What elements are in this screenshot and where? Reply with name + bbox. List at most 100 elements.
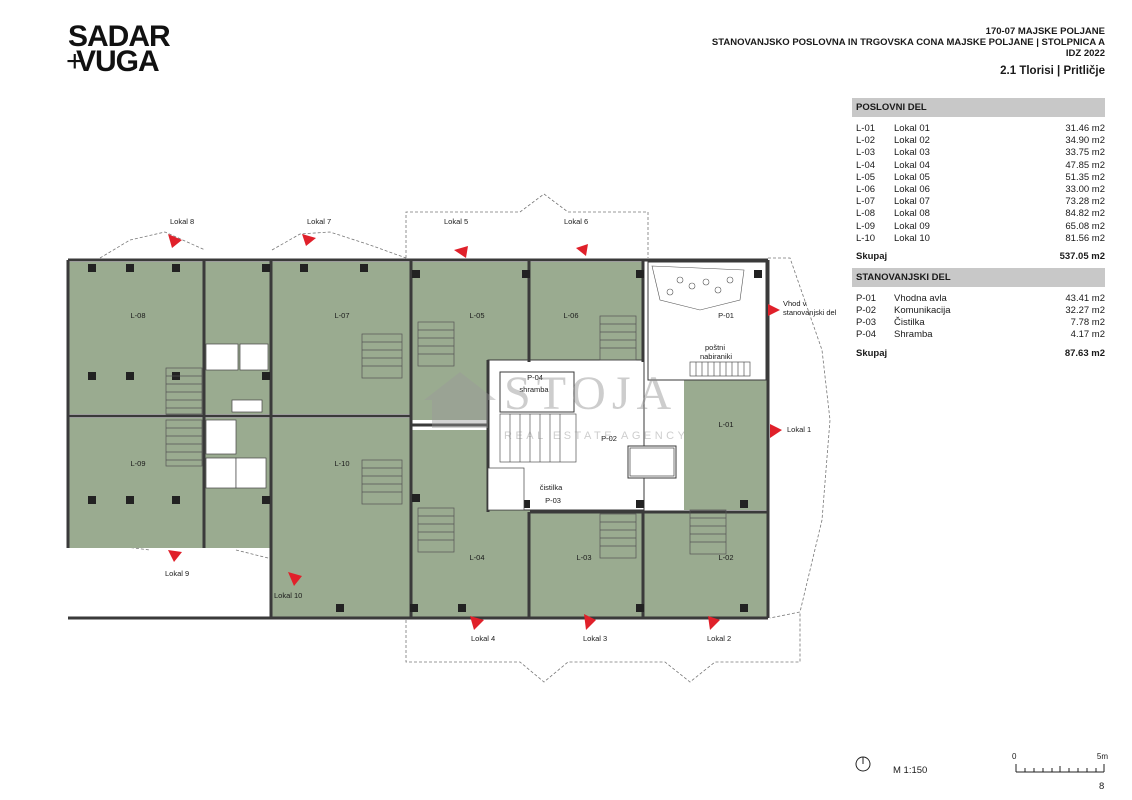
poslovni-row: L-08 Lokal 08 84.82 m2 — [852, 208, 1105, 220]
label-vhod2: stanovanjski del — [783, 308, 837, 317]
label-shramba: shramba — [519, 385, 549, 394]
label-l02: L-02 — [718, 553, 733, 562]
arrow-lokal2 — [708, 616, 720, 630]
label-lokal8: Lokal 8 — [170, 217, 194, 226]
label-lokal7: Lokal 7 — [307, 217, 331, 226]
scale-start: 0 — [1012, 752, 1017, 761]
arrow-lokal7 — [302, 234, 316, 246]
arrow-lokal3 — [584, 614, 596, 630]
stanovanjski-list: P-01 Vhodna avla 43.41 m2 P-02 Komunikacija 3… — [852, 293, 1105, 342]
label-lokal1: Lokal 1 — [787, 425, 811, 434]
stair-l06 — [599, 315, 637, 361]
poslovni-area: 51.35 m2 — [1065, 171, 1105, 183]
label-lokal10: Lokal 10 — [274, 591, 302, 600]
poslovni-code: L-10 — [856, 232, 876, 244]
scale-bar: 0 5m — [1012, 752, 1108, 776]
poslovni-area: 65.08 m2 — [1065, 220, 1105, 232]
stanovanjski-name: Čistilka — [894, 317, 925, 329]
entrance-arrows — [168, 234, 782, 630]
stair-l10 — [361, 459, 403, 505]
stanovanjski-row: P-01 Vhodna avla 43.41 m2 — [852, 293, 1105, 305]
arrow-lokal6 — [576, 244, 588, 256]
scale-end: 5m — [1096, 752, 1108, 761]
stair-p01 — [689, 361, 751, 377]
poslovni-area: 33.75 m2 — [1065, 147, 1105, 159]
poslovni-area: 73.28 m2 — [1065, 196, 1105, 208]
stanovanjski-name: Komunikacija — [894, 305, 951, 317]
label-cistilka: čistilka — [540, 483, 563, 492]
label-l10: L-10 — [334, 459, 349, 468]
label-l01: L-01 — [718, 420, 733, 429]
poslovni-code: L-08 — [856, 208, 876, 220]
room-l08 — [68, 262, 203, 414]
room-l07 — [272, 262, 410, 414]
stanovanjski-area: 32.27 m2 — [1065, 305, 1105, 317]
header-line1: 170-07 MAJSKE POLJANE — [985, 26, 1105, 37]
poslovni-area: 33.00 m2 — [1065, 183, 1105, 195]
label-p04: P-04 — [527, 373, 543, 382]
stair-core — [499, 413, 577, 463]
room-l10 — [272, 418, 410, 618]
stanovanjski-area: 7.78 m2 — [1070, 317, 1105, 329]
arrow-lokal9 — [168, 550, 182, 562]
stanovanjski-name: Shramba — [894, 329, 933, 341]
entrance-labels: Lokal 8 Lokal 7 Lokal 5 Lokal 6 Vhod v s… — [165, 217, 837, 643]
stanovanjski-row: P-03 Čistilka 7.78 m2 — [852, 317, 1105, 329]
stair-l08 — [165, 367, 203, 415]
room-l08-wc — [205, 262, 271, 414]
wc-fixtures — [205, 343, 675, 511]
arrow-lokal10 — [288, 572, 302, 586]
poslovni-total-label: Skupaj — [856, 250, 888, 262]
poslovni-area: 84.82 m2 — [1065, 208, 1105, 220]
logo: SADAR +VUGA — [66, 22, 171, 77]
stanovanjski-area: 43.41 m2 — [1065, 292, 1105, 304]
header-line2: STANOVANJSKO POSLOVNA IN TRGOVSKA CONA M… — [711, 37, 1105, 48]
poslovni-area: 34.90 m2 — [1065, 135, 1105, 147]
poslovni-name: Lokal 10 — [894, 232, 930, 244]
label-l06: L-06 — [563, 311, 578, 320]
stanovanjski-code: P-01 — [856, 292, 877, 304]
stair-l04 — [417, 507, 455, 553]
poslovni-name: Lokal 08 — [894, 208, 930, 220]
stanovanjski-code: P-03 — [856, 317, 877, 329]
stairs — [165, 315, 751, 559]
room-l03 — [530, 512, 642, 618]
poslovni-code: L-09 — [856, 220, 876, 232]
label-lokal3: Lokal 3 — [583, 634, 607, 643]
stanovanjski-code: P-02 — [856, 305, 877, 317]
poslovni-name: Lokal 03 — [894, 147, 930, 159]
label-l04: L-04 — [469, 553, 484, 562]
stanovanjski-total: Skupaj 87.63 m2 — [852, 348, 1105, 360]
label-postni: poštni — [705, 343, 725, 352]
north-arrow-icon — [855, 756, 871, 772]
label-lokal9: Lokal 9 — [165, 569, 189, 578]
arrow-lokal5 — [454, 246, 468, 258]
header-line3: IDZ 2022 — [1065, 48, 1105, 59]
stanovanjski-code: P-04 — [856, 329, 877, 341]
label-lokal5: Lokal 5 — [444, 217, 468, 226]
poslovni-title: POSLOVNI DEL — [852, 98, 1105, 117]
room-l09 — [68, 418, 203, 548]
poslovni-code: L-04 — [856, 159, 876, 171]
scale-ticks — [1015, 764, 1105, 773]
poslovni-total-value: 537.05 m2 — [1059, 250, 1105, 262]
label-l09: L-09 — [130, 459, 145, 468]
label-lokal2: Lokal 2 — [707, 634, 731, 643]
stanovanjski-name: Vhodna avla — [894, 292, 947, 304]
page-number: 8 — [1099, 781, 1105, 792]
label-lokal4: Lokal 4 — [471, 634, 495, 643]
poslovni-code: L-01 — [856, 123, 876, 134]
arrow-lokal8 — [168, 234, 182, 248]
stair-l09 — [165, 419, 203, 467]
logo-line2: VUGA — [76, 45, 160, 78]
poslovni-code: L-07 — [856, 196, 876, 208]
stanovanjski-total-value: 87.63 m2 — [1064, 347, 1105, 359]
